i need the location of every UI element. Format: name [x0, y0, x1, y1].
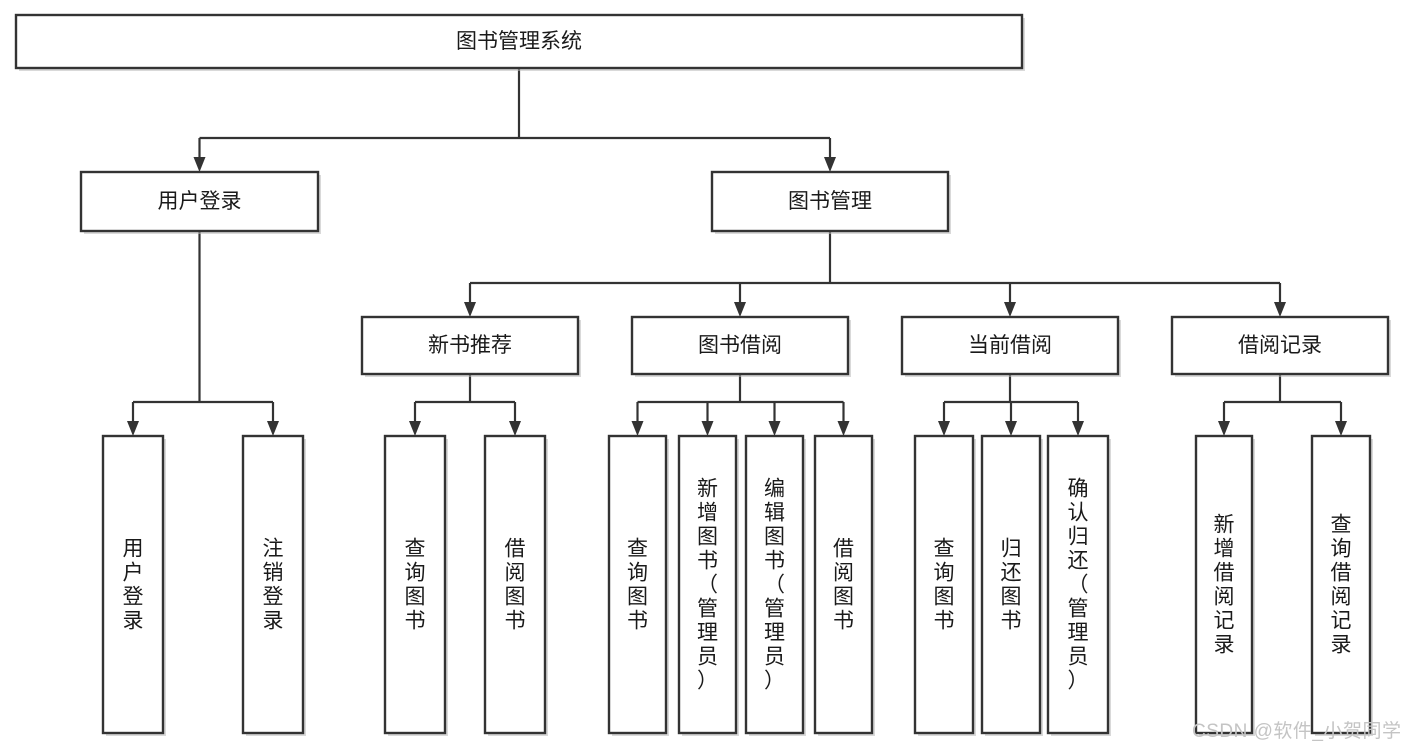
node-label: 查询图书: [627, 538, 648, 633]
node-l_bor_do[interactable]: 借阅图书: [813, 434, 875, 736]
node-label: 借阅图书: [505, 538, 526, 633]
node-l_bor_add[interactable]: 新增图书（管理员）: [677, 434, 739, 736]
node-label: 图书管理系统: [456, 30, 582, 53]
node-rect[interactable]: [607, 434, 668, 735]
node-label: 注销登录: [263, 538, 284, 633]
node-n_current[interactable]: 当前借阅: [900, 315, 1121, 377]
node-label: 查询借阅记录: [1331, 514, 1352, 657]
node-label: 归还图书: [1001, 538, 1022, 633]
node-n_book_mgmt[interactable]: 图书管理: [710, 170, 951, 234]
node-rect[interactable]: [900, 315, 1120, 376]
node-label: 用户登录: [158, 190, 242, 213]
node-label: 借阅图书: [833, 538, 854, 633]
node-rect[interactable]: [913, 434, 975, 735]
node-label: 编辑图书（管理员）: [764, 478, 785, 693]
node-rect[interactable]: [710, 170, 950, 233]
node-n_user_login[interactable]: 用户登录: [79, 170, 321, 234]
node-n_new_rec[interactable]: 新书推荐: [360, 315, 581, 377]
node-l_cur_confirm[interactable]: 确认归还（管理员）: [1046, 434, 1111, 736]
node-l_rec_query[interactable]: 查询图书: [383, 434, 448, 736]
node-l_rectxt_add[interactable]: 新增借阅记录: [1194, 434, 1255, 736]
node-l_user_login[interactable]: 用户登录: [101, 434, 166, 736]
node-n_records[interactable]: 借阅记录: [1170, 315, 1391, 377]
node-label: 新书推荐: [428, 334, 512, 357]
node-rect[interactable]: [1310, 434, 1372, 735]
node-rect[interactable]: [79, 170, 320, 233]
node-l_rectxt_query[interactable]: 查询借阅记录: [1310, 434, 1373, 736]
node-rect[interactable]: [813, 434, 874, 735]
node-rect[interactable]: [1046, 434, 1110, 735]
node-rect[interactable]: [980, 434, 1042, 735]
node-layer: 图书管理系统用户登录图书管理新书推荐图书借阅当前借阅借阅记录用户登录注销登录查询…: [14, 13, 1391, 736]
node-rect[interactable]: [101, 434, 165, 735]
node-rect[interactable]: [677, 434, 738, 735]
node-rect[interactable]: [483, 434, 547, 735]
node-label: 图书管理: [788, 190, 872, 213]
node-rect[interactable]: [360, 315, 580, 376]
node-l_user_logout[interactable]: 注销登录: [241, 434, 306, 736]
node-rect[interactable]: [1194, 434, 1254, 735]
node-rect[interactable]: [241, 434, 305, 735]
node-rect[interactable]: [383, 434, 447, 735]
node-rect[interactable]: [1170, 315, 1390, 376]
node-l_rec_borrow[interactable]: 借阅图书: [483, 434, 548, 736]
node-l_cur_return[interactable]: 归还图书: [980, 434, 1043, 736]
node-label: 新增图书（管理员）: [697, 478, 718, 693]
node-l_bor_query[interactable]: 查询图书: [607, 434, 669, 736]
node-label: 用户登录: [123, 538, 144, 633]
node-rect[interactable]: [14, 13, 1024, 70]
node-root[interactable]: 图书管理系统: [14, 13, 1025, 71]
node-label: 借阅记录: [1238, 334, 1322, 357]
node-label: 查询图书: [405, 538, 426, 633]
node-l_cur_query[interactable]: 查询图书: [913, 434, 976, 736]
node-rect[interactable]: [630, 315, 850, 376]
node-label: 查询图书: [934, 538, 955, 633]
node-l_bor_edit[interactable]: 编辑图书（管理员）: [744, 434, 806, 736]
node-label: 当前借阅: [968, 334, 1052, 357]
node-rect[interactable]: [744, 434, 805, 735]
node-label: 新增借阅记录: [1214, 514, 1235, 657]
connector-layer: [127, 68, 1347, 436]
node-label: 确认归还（管理员）: [1068, 478, 1089, 693]
node-n_borrow[interactable]: 图书借阅: [630, 315, 851, 377]
node-label: 图书借阅: [698, 334, 782, 357]
